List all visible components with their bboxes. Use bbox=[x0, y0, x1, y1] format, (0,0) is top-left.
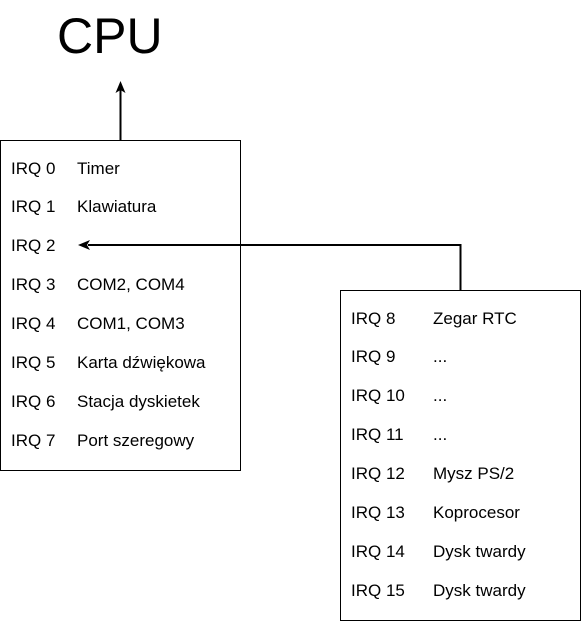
irq-number: IRQ 2 bbox=[11, 236, 56, 255]
irq-number: IRQ 3 bbox=[11, 275, 56, 294]
irq-number: IRQ 14 bbox=[351, 542, 405, 561]
irq-number: IRQ 13 bbox=[351, 503, 405, 522]
irq-device: ... bbox=[433, 347, 448, 366]
irq-number: IRQ 9 bbox=[351, 347, 396, 366]
irq-number: IRQ 11 bbox=[351, 425, 404, 444]
irq-device: Timer bbox=[77, 159, 120, 178]
primary-irq-controller: IRQ 0 Timer IRQ 1 Klawiatura IRQ 2 IRQ 3… bbox=[0, 140, 241, 471]
irq-number: IRQ 6 bbox=[11, 392, 56, 411]
irq-device: Zegar RTC bbox=[433, 309, 517, 328]
irq-device: COM2, COM4 bbox=[77, 275, 185, 294]
irq-device: Mysz PS/2 bbox=[433, 464, 515, 483]
irq-device: Stacja dyskietek bbox=[77, 392, 200, 411]
irq-number: IRQ 7 bbox=[11, 431, 56, 450]
irq-number: IRQ 10 bbox=[351, 386, 405, 405]
irq-number: IRQ 8 bbox=[351, 309, 396, 328]
irq-number: IRQ 12 bbox=[351, 464, 405, 483]
irq-device: Koprocesor bbox=[433, 503, 520, 522]
irq-device: COM1, COM3 bbox=[77, 314, 185, 333]
irq-device: ... bbox=[433, 425, 448, 444]
secondary-irq-controller: IRQ 8 Zegar RTC IRQ 9 ... IRQ 10 ... IRQ… bbox=[340, 290, 581, 621]
irq-device: Port szeregowy bbox=[77, 431, 195, 450]
irq-number: IRQ 1 bbox=[11, 197, 56, 216]
irq-device: Klawiatura bbox=[77, 197, 157, 216]
irq-number: IRQ 15 bbox=[351, 581, 405, 600]
primary-to-cpu-arrowhead bbox=[115, 81, 126, 93]
irq-device: Dysk twardy bbox=[433, 581, 526, 600]
cpu-label: CPU bbox=[57, 8, 163, 64]
irq-number: IRQ 0 bbox=[11, 159, 56, 178]
irq-device: Karta dźwiękowa bbox=[77, 353, 206, 372]
irq-device: ... bbox=[433, 386, 448, 405]
irq-device: Dysk twardy bbox=[433, 542, 526, 561]
irq-number: IRQ 4 bbox=[11, 314, 56, 333]
irq-number: IRQ 5 bbox=[11, 353, 56, 372]
